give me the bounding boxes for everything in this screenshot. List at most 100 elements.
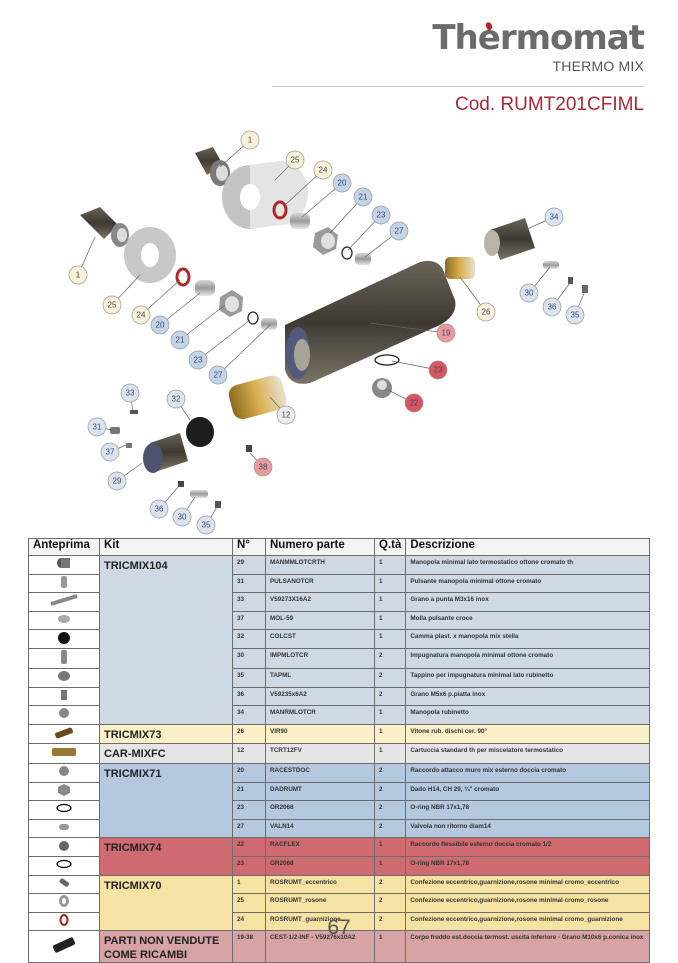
col-description: Descrizione bbox=[405, 538, 650, 556]
callout-number: 20 bbox=[338, 179, 347, 188]
callout-bubble bbox=[149, 499, 169, 519]
cam-black bbox=[186, 417, 214, 447]
knob-cylinder-icon bbox=[56, 557, 72, 572]
description: Confezione eccentrico,guarnizione,rosone… bbox=[405, 911, 650, 932]
preview-cell bbox=[28, 837, 100, 857]
callout-number: 24 bbox=[137, 311, 146, 320]
knob-cylinder bbox=[143, 433, 188, 473]
quantity: 2 bbox=[373, 667, 407, 688]
part-number: CEST-1/2-INF - V59276x10A2 bbox=[265, 930, 375, 963]
button-pin-icon bbox=[59, 575, 69, 592]
description: Raccordo attacco muro mix esterno doccia… bbox=[405, 762, 650, 783]
o-ring-icon bbox=[55, 859, 73, 872]
callout-number: 30 bbox=[178, 513, 187, 522]
preview-cell bbox=[28, 762, 100, 783]
callout-bubble bbox=[131, 305, 151, 325]
preview-cell bbox=[28, 573, 100, 594]
callout-bubble bbox=[285, 150, 305, 170]
callout-number: 36 bbox=[548, 303, 557, 312]
callout-number: 38 bbox=[259, 463, 268, 472]
part-ref-number: 31 bbox=[232, 573, 266, 594]
cap-right bbox=[582, 285, 588, 293]
part-number: VALN14 bbox=[265, 818, 375, 839]
part-ref-number: 26 bbox=[232, 723, 266, 745]
part-ref-number: 35 bbox=[232, 667, 266, 688]
callout-bubble bbox=[172, 507, 192, 527]
part-ref-number: 25 bbox=[232, 893, 266, 913]
quantity: 2 bbox=[373, 647, 407, 669]
kit-name: TRICMIX73 bbox=[99, 723, 233, 745]
callout-number: 21 bbox=[176, 336, 185, 345]
callout-number: 27 bbox=[395, 227, 404, 236]
callout-bubble bbox=[107, 471, 127, 491]
part-ref-number: 22 bbox=[232, 837, 266, 857]
part-number: V59235x6A2 bbox=[265, 686, 375, 707]
part-number: TCRT12FV bbox=[265, 743, 375, 764]
callout-bubble bbox=[170, 330, 190, 350]
callout-bubble bbox=[436, 323, 456, 343]
set-screw-icon bbox=[59, 689, 69, 704]
callout-bubble bbox=[102, 295, 122, 315]
callout-bubble bbox=[100, 442, 120, 462]
kit-name: TRICMIX74 bbox=[99, 837, 233, 876]
quantity: 1 bbox=[373, 723, 407, 745]
callout-bubble bbox=[208, 365, 228, 385]
preview-cell bbox=[28, 667, 100, 688]
description: Camma plast. x manopola mix stella bbox=[405, 629, 650, 649]
quantity: 1 bbox=[373, 555, 407, 575]
exploded-view-svg: 1252420212327125242021232734263036351923… bbox=[68, 130, 588, 535]
description: Grano a punta M3x16 inox bbox=[405, 592, 650, 612]
part-ref-number: 37 bbox=[232, 610, 266, 631]
description: Raccordo flessibile esterno doccia croma… bbox=[405, 837, 650, 857]
callout-number: 36 bbox=[155, 505, 164, 514]
part-ref-number: 36 bbox=[232, 686, 266, 707]
part-number: RACESTDOC bbox=[265, 762, 375, 783]
callout-bubble bbox=[353, 187, 373, 207]
callout-number: 33 bbox=[126, 389, 135, 398]
cam-black-icon bbox=[57, 631, 71, 648]
check-valve-upper bbox=[355, 253, 371, 265]
page-number: 67 bbox=[327, 916, 351, 939]
part-ref-number: 33 bbox=[232, 592, 266, 612]
gasket-left bbox=[175, 267, 191, 287]
callout-number: 29 bbox=[113, 477, 122, 486]
callout-leader-line bbox=[369, 322, 447, 334]
callout-number: 21 bbox=[359, 193, 368, 202]
table-header-row: Anteprima Kit N° Numero parte Q.tà Descr… bbox=[28, 538, 650, 556]
preview-cell bbox=[28, 686, 100, 707]
cartridge-icon bbox=[50, 746, 78, 761]
callout-bubble bbox=[542, 297, 562, 317]
body-icon bbox=[49, 937, 79, 956]
callout-number: 20 bbox=[156, 321, 165, 330]
part-ref-number: 34 bbox=[232, 705, 266, 725]
description: Manopola minimal lato termostatico otton… bbox=[405, 555, 650, 575]
o-ring-left bbox=[247, 311, 259, 325]
callout-bubble bbox=[404, 393, 424, 413]
preview-cell bbox=[28, 610, 100, 631]
rosette-left bbox=[124, 227, 176, 283]
nut-upper bbox=[313, 227, 338, 255]
quantity: 1 bbox=[373, 855, 407, 876]
preview-cell bbox=[28, 629, 100, 649]
callout-number: 30 bbox=[525, 289, 534, 298]
quantity: 1 bbox=[373, 629, 407, 649]
preview-cell bbox=[28, 743, 100, 764]
description: Manopola rubinetto bbox=[405, 705, 650, 725]
cartridge bbox=[228, 375, 287, 420]
part-number: MOL-59 bbox=[265, 610, 375, 631]
callout-number: 12 bbox=[282, 411, 291, 420]
description: O-ring NBR 17x1,78 bbox=[405, 855, 650, 876]
product-line: THERMO MIX bbox=[552, 58, 644, 74]
part-number: TAPML bbox=[265, 667, 375, 688]
callout-bubble bbox=[188, 350, 208, 370]
preview-cell bbox=[28, 874, 100, 895]
part-ref-number: 29 bbox=[232, 555, 266, 575]
